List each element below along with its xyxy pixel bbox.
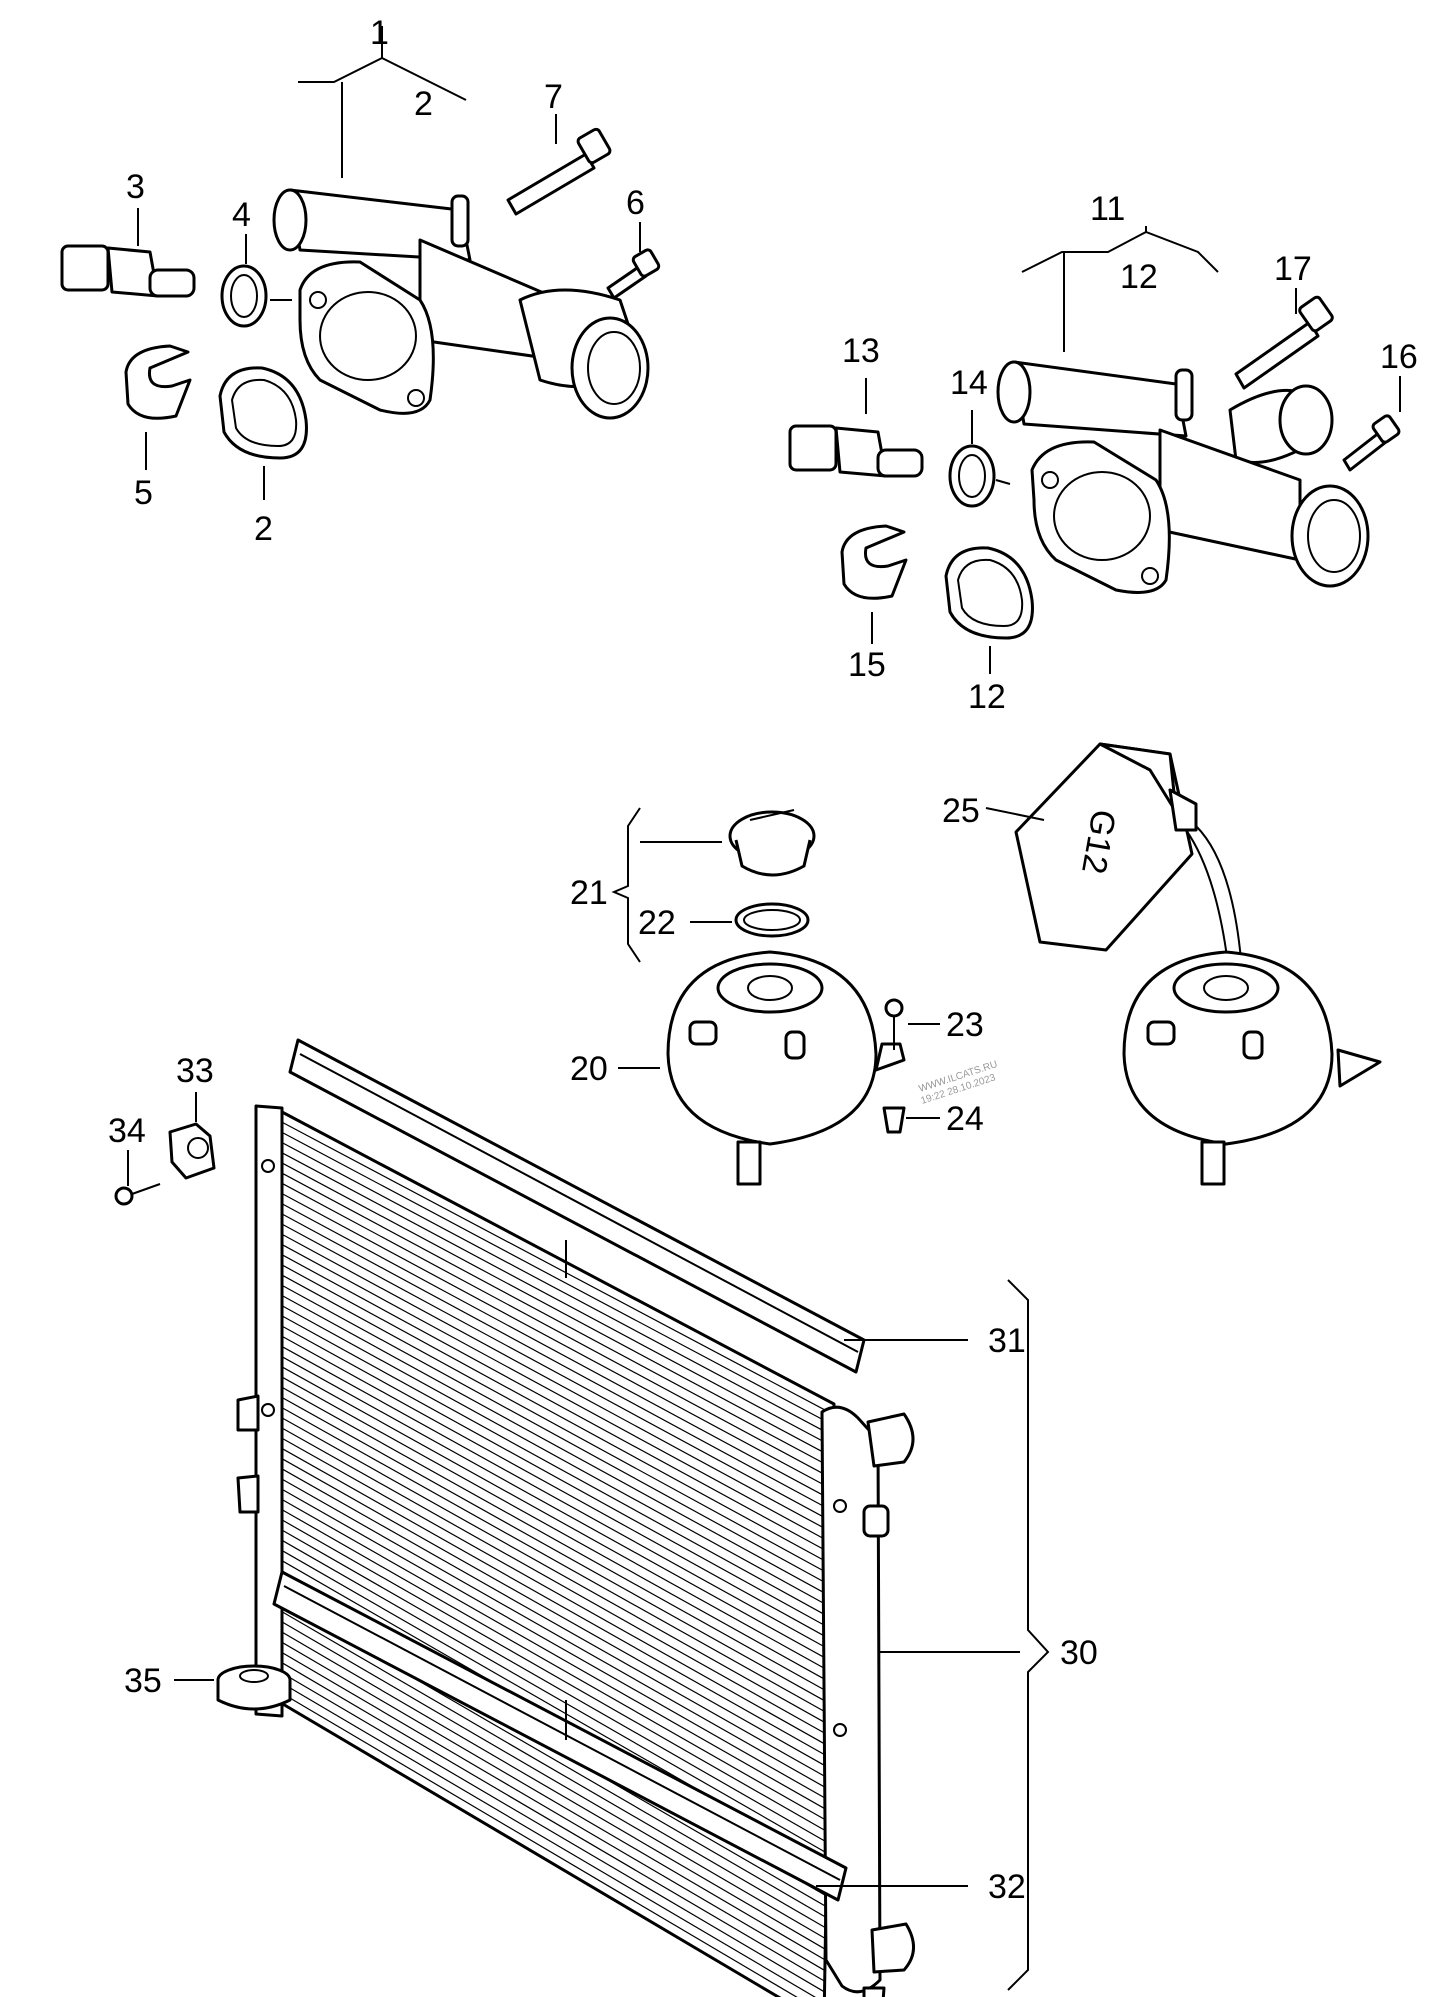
radiator-fin xyxy=(280,1233,833,1533)
bracket-30 xyxy=(816,1279,1050,1991)
radiator-fin xyxy=(281,1141,834,1437)
callout-33: 33 xyxy=(176,1052,214,1090)
radiator-fin xyxy=(281,1172,834,1469)
expansion-tank-assembly xyxy=(611,807,940,1186)
radiator-fin xyxy=(278,1415,830,1726)
radiator-fin xyxy=(279,1324,831,1630)
radiator-fin xyxy=(279,1375,830,1683)
radiator-fin xyxy=(276,1628,826,1950)
callout-17: 17 xyxy=(1274,250,1312,288)
callout-6: 6 xyxy=(626,184,645,222)
callout-7: 7 xyxy=(544,78,563,116)
radiator-fin xyxy=(278,1405,830,1715)
radiator-fin xyxy=(281,1162,834,1458)
radiator-fin xyxy=(277,1506,828,1822)
callout-14: 14 xyxy=(950,364,988,402)
callout-5: 5 xyxy=(134,474,153,512)
coolant-flange-assembly-11 xyxy=(788,226,1401,674)
radiator-fin xyxy=(279,1283,832,1587)
radiator-fin xyxy=(277,1476,829,1790)
radiator-fin xyxy=(280,1212,833,1512)
rubber-mount xyxy=(174,1530,292,1711)
radiator-fin xyxy=(280,1273,832,1576)
radiator-fin xyxy=(277,1516,828,1833)
radiator-fin xyxy=(280,1192,833,1491)
radiator-fin xyxy=(277,1496,828,1811)
radiator-fin xyxy=(276,1669,825,1993)
radiator-fin xyxy=(276,1608,826,1929)
callout-15: 15 xyxy=(848,646,886,684)
callout-24: 24 xyxy=(946,1100,984,1138)
radiator-fin xyxy=(280,1202,833,1501)
callout-labels: 1 2 7 3 4 6 5 2 11 12 17 13 14 16 15 12 … xyxy=(108,14,1418,1906)
radiator-fin xyxy=(280,1253,832,1555)
radiator-fin xyxy=(281,1131,834,1426)
radiator-fin xyxy=(277,1537,828,1854)
radiator-fin xyxy=(279,1304,832,1608)
callout-35: 35 xyxy=(124,1662,162,1700)
radiator-fin xyxy=(278,1456,829,1768)
callout-20: 20 xyxy=(570,1050,608,1088)
radiator-fin xyxy=(278,1395,830,1704)
callout-21: 21 xyxy=(570,874,608,912)
radiator-fin xyxy=(279,1334,831,1640)
radiator-fin xyxy=(276,1638,826,1961)
coolant-flange-assembly-1 xyxy=(60,26,661,500)
callout-16: 16 xyxy=(1380,338,1418,376)
callout-22: 22 xyxy=(638,904,676,942)
radiator-fin xyxy=(279,1293,832,1597)
radiator-fin xyxy=(280,1243,833,1544)
radiator-fin xyxy=(276,1658,825,1982)
callout-3: 3 xyxy=(126,168,145,206)
radiator-fin xyxy=(280,1182,834,1480)
callout-1: 1 xyxy=(370,14,389,52)
radiator-fin xyxy=(281,1152,834,1448)
callout-12-bottom: 12 xyxy=(968,678,1006,716)
callout-13: 13 xyxy=(842,332,880,370)
callout-11: 11 xyxy=(1090,190,1125,228)
callout-30: 30 xyxy=(1060,1634,1098,1672)
coolant-bottle-g12: G12 xyxy=(985,742,1382,1186)
radiator-bracket-and-screw xyxy=(114,1092,216,1206)
radiator-fin xyxy=(277,1527,828,1843)
radiator-fin xyxy=(276,1648,826,1972)
callout-31: 31 xyxy=(988,1322,1026,1360)
radiator-fin xyxy=(281,1121,835,1416)
radiator-fin xyxy=(275,1679,816,1997)
radiator-fin xyxy=(279,1364,830,1672)
callout-32: 32 xyxy=(988,1868,1026,1906)
callout-23: 23 xyxy=(946,1006,984,1044)
radiator-fin xyxy=(275,1689,798,1997)
callout-34: 34 xyxy=(108,1112,146,1150)
callout-2-bottom: 2 xyxy=(254,510,273,548)
radiator-fin xyxy=(278,1425,829,1736)
radiator-fin xyxy=(277,1486,828,1801)
radiator-fin xyxy=(278,1466,829,1779)
callout-12-top: 12 xyxy=(1120,258,1158,296)
radiator-fin xyxy=(280,1263,832,1565)
radiator-fin xyxy=(279,1344,831,1651)
radiator-fin xyxy=(278,1435,829,1747)
radiator-fin xyxy=(276,1618,826,1940)
radiator-fin xyxy=(280,1222,833,1523)
radiator-fin xyxy=(278,1385,830,1694)
radiator-fin xyxy=(278,1446,829,1758)
callout-25: 25 xyxy=(942,792,980,830)
radiator-assembly xyxy=(236,1038,915,1997)
callout-4: 4 xyxy=(232,196,251,234)
radiator-fin xyxy=(279,1354,831,1662)
callout-2-top: 2 xyxy=(414,85,433,123)
radiator-fin xyxy=(279,1314,831,1619)
